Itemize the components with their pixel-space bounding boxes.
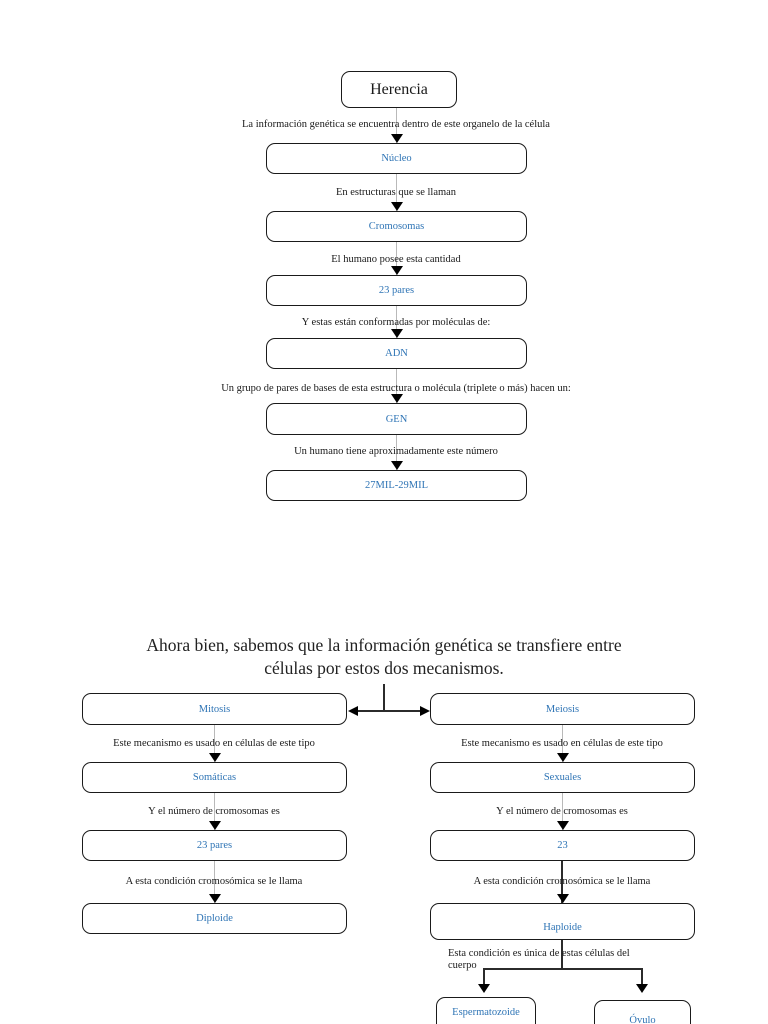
node-nucleo: Núcleo [266, 143, 527, 174]
edge-label-moleculas: Y estas están conformadas por moléculas … [301, 317, 491, 328]
arrow-down-icon [391, 461, 403, 470]
node-27mil-29mil-label: 27MIL-29MIL [365, 480, 428, 491]
node-23pares-label: 23 pares [378, 285, 415, 296]
node-ovulo: Óvulo [594, 1000, 691, 1024]
node-espermatozoide-label: Espermatozoide [452, 1007, 520, 1018]
connector-line [214, 793, 215, 830]
edge-label-meiosis-condicion: A esta condición cromosómica se le llama [473, 876, 651, 887]
connector-line [396, 369, 397, 403]
node-diploide: Diploide [82, 903, 347, 934]
arrow-down-icon [209, 753, 221, 762]
arrow-down-icon [391, 134, 403, 143]
node-espermatozoide: Espermatozoide [436, 997, 536, 1024]
connector-line [214, 725, 215, 762]
edge-label-mitosis-condicion: A esta condición cromosómica se le llama [125, 876, 303, 887]
arrow-down-icon [478, 984, 490, 993]
edge-label-organelo: La información genética se encuentra den… [242, 119, 550, 130]
edge-label-mitosis-cromosomas: Y el número de cromosomas es [148, 806, 280, 817]
arrow-down-icon [391, 202, 403, 211]
intro-paragraph: Ahora bien, sabemos que la información g… [146, 635, 622, 678]
node-haploide-label: Haploide [543, 922, 582, 933]
connector-line [396, 242, 397, 275]
connector-line [383, 684, 385, 712]
node-gen: GEN [266, 403, 527, 435]
arrow-down-icon [209, 894, 221, 903]
node-adn: ADN [266, 338, 527, 369]
edge-label-triplete: Un grupo de pares de bases de esta estru… [221, 383, 571, 394]
connector-line [396, 306, 397, 338]
connector-line [483, 968, 485, 984]
connector-line [396, 435, 397, 470]
edge-label-estructuras: En estructuras que se llaman [335, 187, 457, 198]
node-adn-label: ADN [385, 348, 408, 359]
arrow-down-icon [557, 894, 569, 903]
arrow-down-icon [209, 821, 221, 830]
connector-line [356, 710, 426, 712]
arrow-down-icon [391, 394, 403, 403]
edge-label-meiosis-tipo: Este mecanismo es usado en células de es… [461, 738, 663, 749]
node-mitosis-label: Mitosis [198, 703, 231, 715]
node-gen-label: GEN [385, 413, 408, 425]
arrow-down-icon [636, 984, 648, 993]
node-herencia-label: Herencia [370, 80, 428, 98]
node-somaticas-label: Somáticas [192, 772, 237, 783]
arrow-down-icon [557, 821, 569, 830]
arrow-down-icon [391, 329, 403, 338]
edge-label-numero: Un humano tiene aproximadamente este núm… [294, 446, 498, 457]
edge-label-meiosis-cromosomas: Y el número de cromosomas es [496, 806, 628, 817]
connector-line [641, 968, 643, 984]
edge-label-celulas-unicas: Esta condición es única de estas células… [448, 948, 630, 971]
node-cromosomas-label: Cromosomas [368, 221, 425, 232]
edge-label-mitosis-tipo: Este mecanismo es usado en células de es… [113, 738, 315, 749]
arrow-down-icon [557, 753, 569, 762]
node-meiosis: Meiosis [430, 693, 695, 725]
node-23-meiosis: 23 [430, 830, 695, 861]
connector-line [561, 861, 563, 903]
connector-line [561, 940, 563, 970]
node-haploide: Haploide [430, 903, 695, 940]
node-27mil-29mil: 27MIL-29MIL [266, 470, 527, 501]
node-23pares-mitosis: 23 pares [82, 830, 347, 861]
connector-line [396, 108, 397, 143]
node-sexuales: Sexuales [430, 762, 695, 793]
node-mitosis: Mitosis [82, 693, 347, 725]
node-ovulo-label: Óvulo [629, 1015, 656, 1024]
node-somaticas: Somáticas [82, 762, 347, 793]
arrow-left-icon [348, 706, 358, 716]
connector-line [562, 725, 563, 762]
connector-line [483, 968, 643, 970]
connector-line [214, 861, 215, 903]
node-23pares: 23 pares [266, 275, 527, 306]
connector-line [396, 174, 397, 211]
arrow-down-icon [391, 266, 403, 275]
node-herencia: Herencia [341, 71, 457, 108]
node-diploide-label: Diploide [196, 913, 233, 924]
edge-label-cantidad: El humano posee esta cantidad [331, 254, 461, 265]
node-23-meiosis-label: 23 [557, 840, 568, 851]
node-nucleo-label: Núcleo [381, 153, 412, 164]
node-23pares-mitosis-label: 23 pares [196, 840, 233, 851]
node-sexuales-label: Sexuales [543, 772, 582, 783]
connector-line [562, 793, 563, 830]
node-cromosomas: Cromosomas [266, 211, 527, 242]
arrow-right-icon [420, 706, 430, 716]
node-meiosis-label: Meiosis [545, 703, 580, 715]
